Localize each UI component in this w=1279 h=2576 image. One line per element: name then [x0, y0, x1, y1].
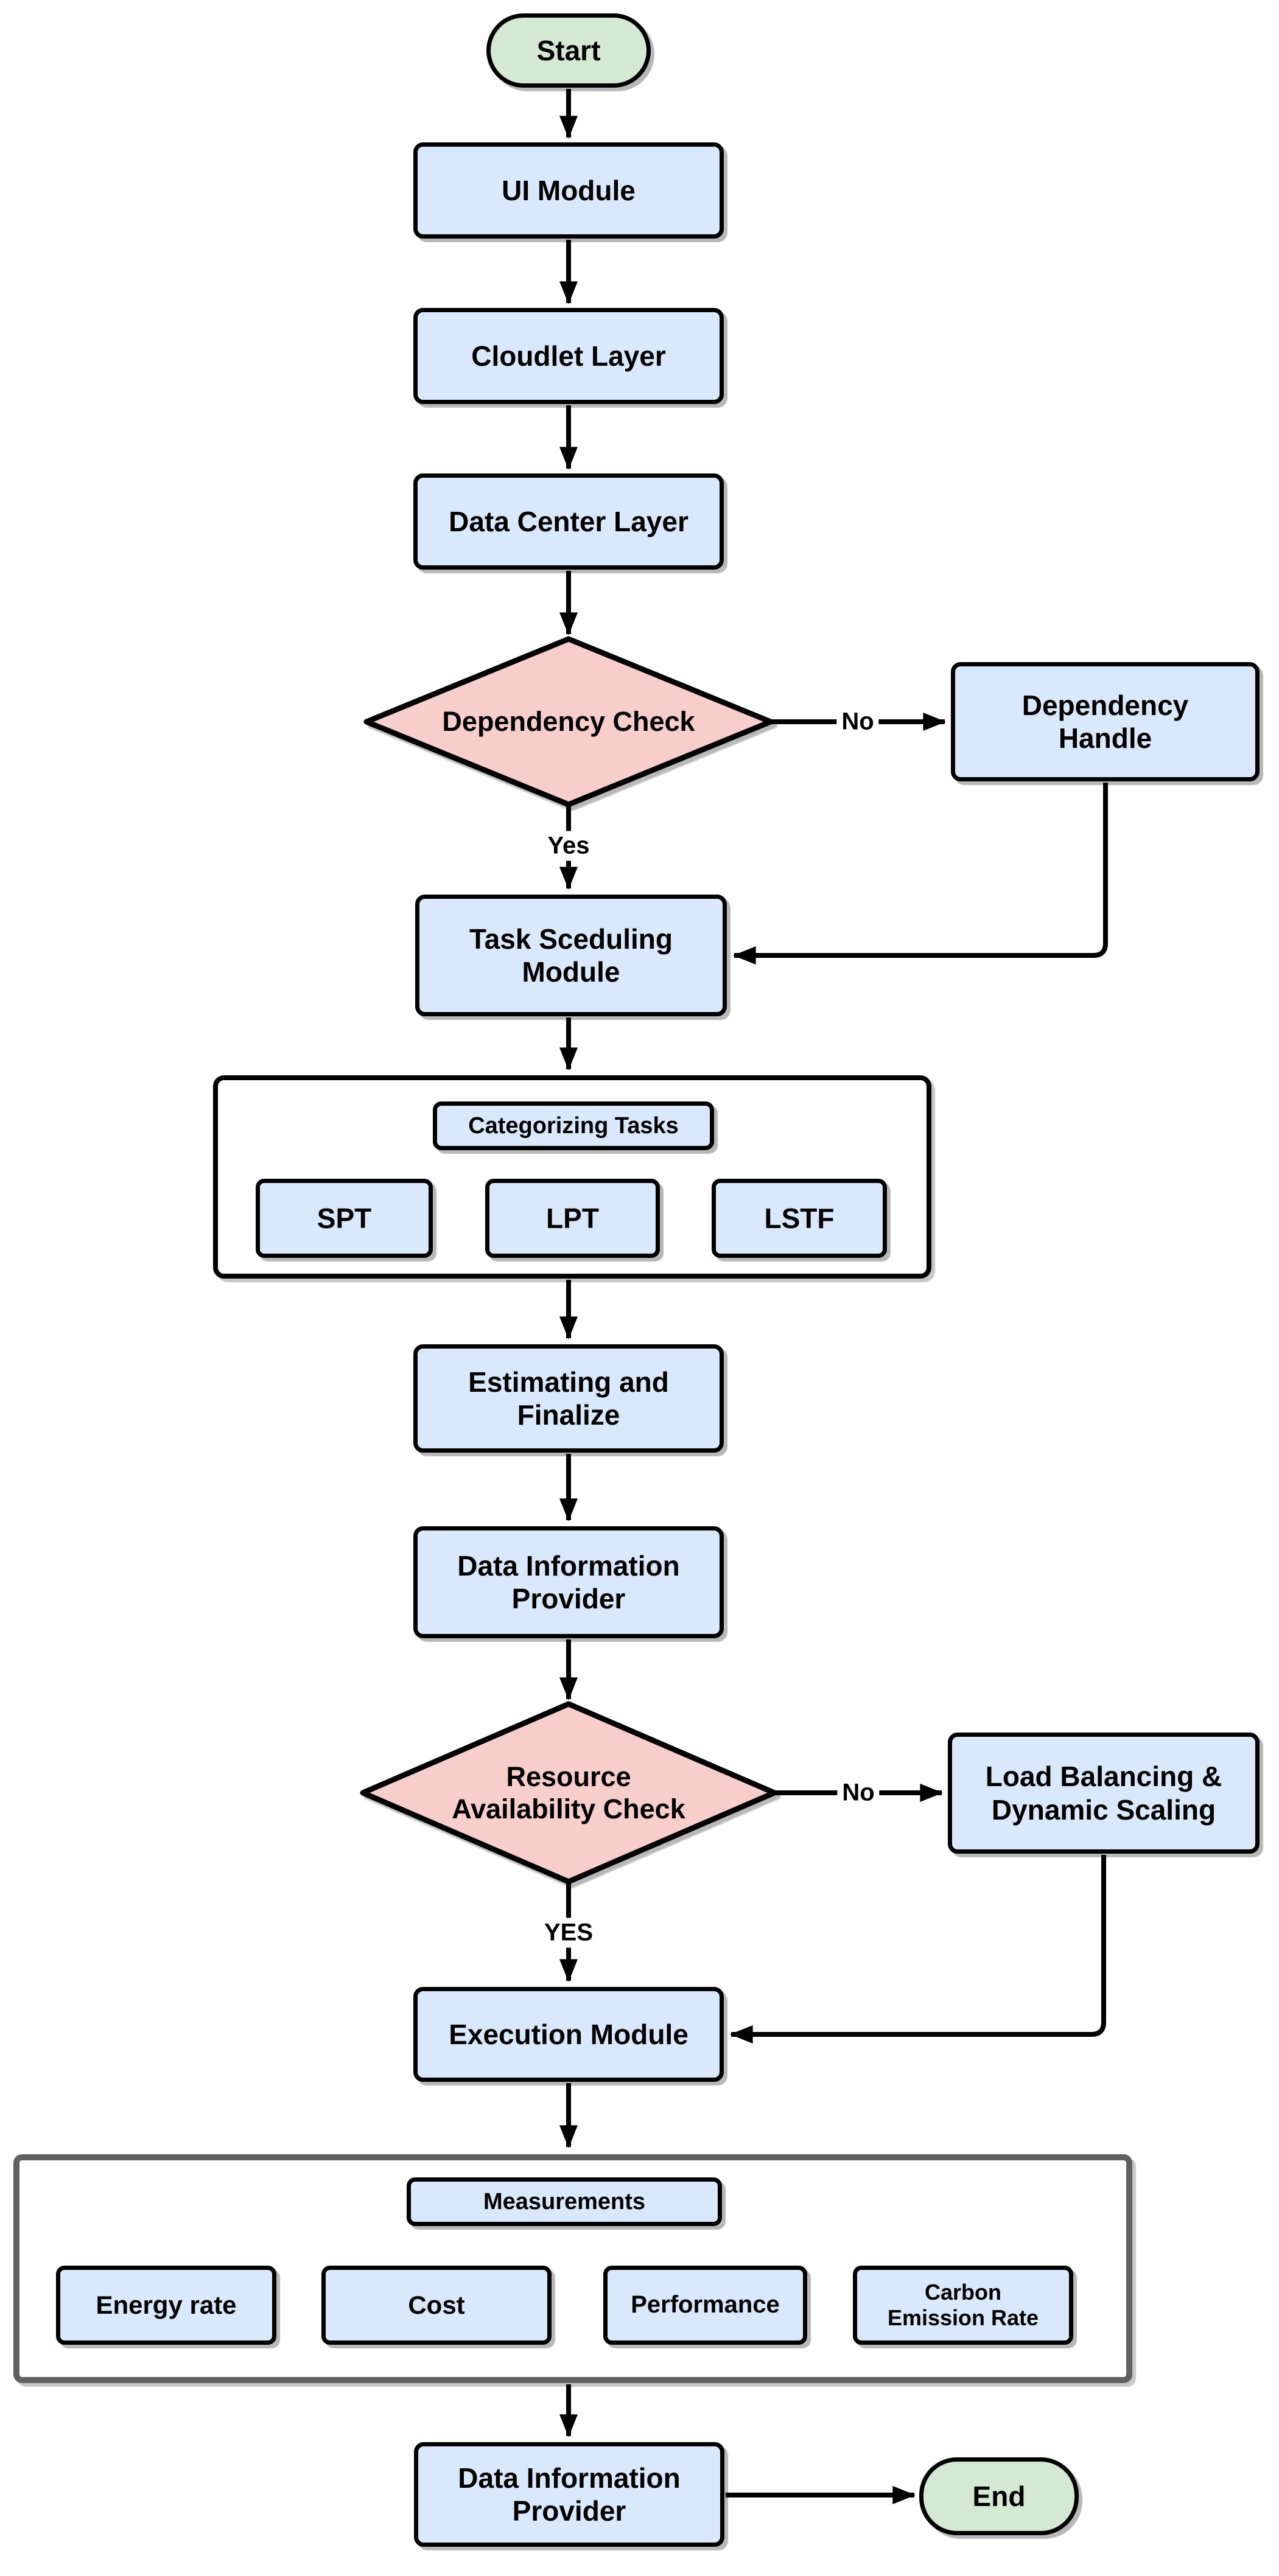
- load-balancing-node: Load Balancing & Dynamic Scaling: [948, 1733, 1260, 1854]
- edge-label-resource-no: No: [837, 1778, 880, 1808]
- data-center-layer-node: Data Center Layer: [413, 473, 724, 570]
- dependency-handle-node: Dependency Handle: [951, 662, 1260, 781]
- edge-label-dependency-no: No: [836, 707, 879, 737]
- cost-node: Cost: [321, 2266, 552, 2345]
- end-terminator: End: [919, 2457, 1079, 2535]
- edge-loadbalancing-execution: [730, 1855, 1106, 2044]
- dependency-check-label: Dependency Check: [442, 706, 695, 738]
- spt-node: SPT: [256, 1179, 433, 1258]
- lpt-node: LPT: [485, 1179, 660, 1258]
- estimating-finalize-node: Estimating and Finalize: [413, 1344, 724, 1453]
- execution-module-node: Execution Module: [413, 1987, 724, 2082]
- dependency-check-diamond: [363, 636, 774, 808]
- task-scheduling-module-node: Task Sceduling Module: [415, 895, 727, 1016]
- resource-availability-diamond: [360, 1701, 777, 1885]
- edge-label-dependency-yes: Yes: [542, 831, 595, 861]
- measurements-node: Measurements: [407, 2177, 722, 2226]
- edge-label-resource-yes: YES: [539, 1918, 598, 1948]
- resource-availability-check-label: Resource Availability Check: [452, 1761, 685, 1824]
- data-information-provider-node: Data Information Provider: [413, 1526, 724, 1638]
- performance-node: Performance: [603, 2266, 807, 2345]
- edge-handle-tsm: [733, 783, 1108, 965]
- carbon-emission-rate-node: Carbon Emission Rate: [853, 2266, 1073, 2345]
- categorizing-tasks-node: Categorizing Tasks: [433, 1101, 714, 1150]
- data-information-provider-2-node: Data Information Provider: [414, 2442, 724, 2547]
- ui-module-node: UI Module: [413, 142, 724, 239]
- lstf-node: LSTF: [712, 1179, 887, 1258]
- cloudlet-layer-node: Cloudlet Layer: [413, 308, 724, 404]
- start-terminator: Start: [486, 13, 651, 88]
- energy-rate-node: Energy rate: [56, 2266, 276, 2345]
